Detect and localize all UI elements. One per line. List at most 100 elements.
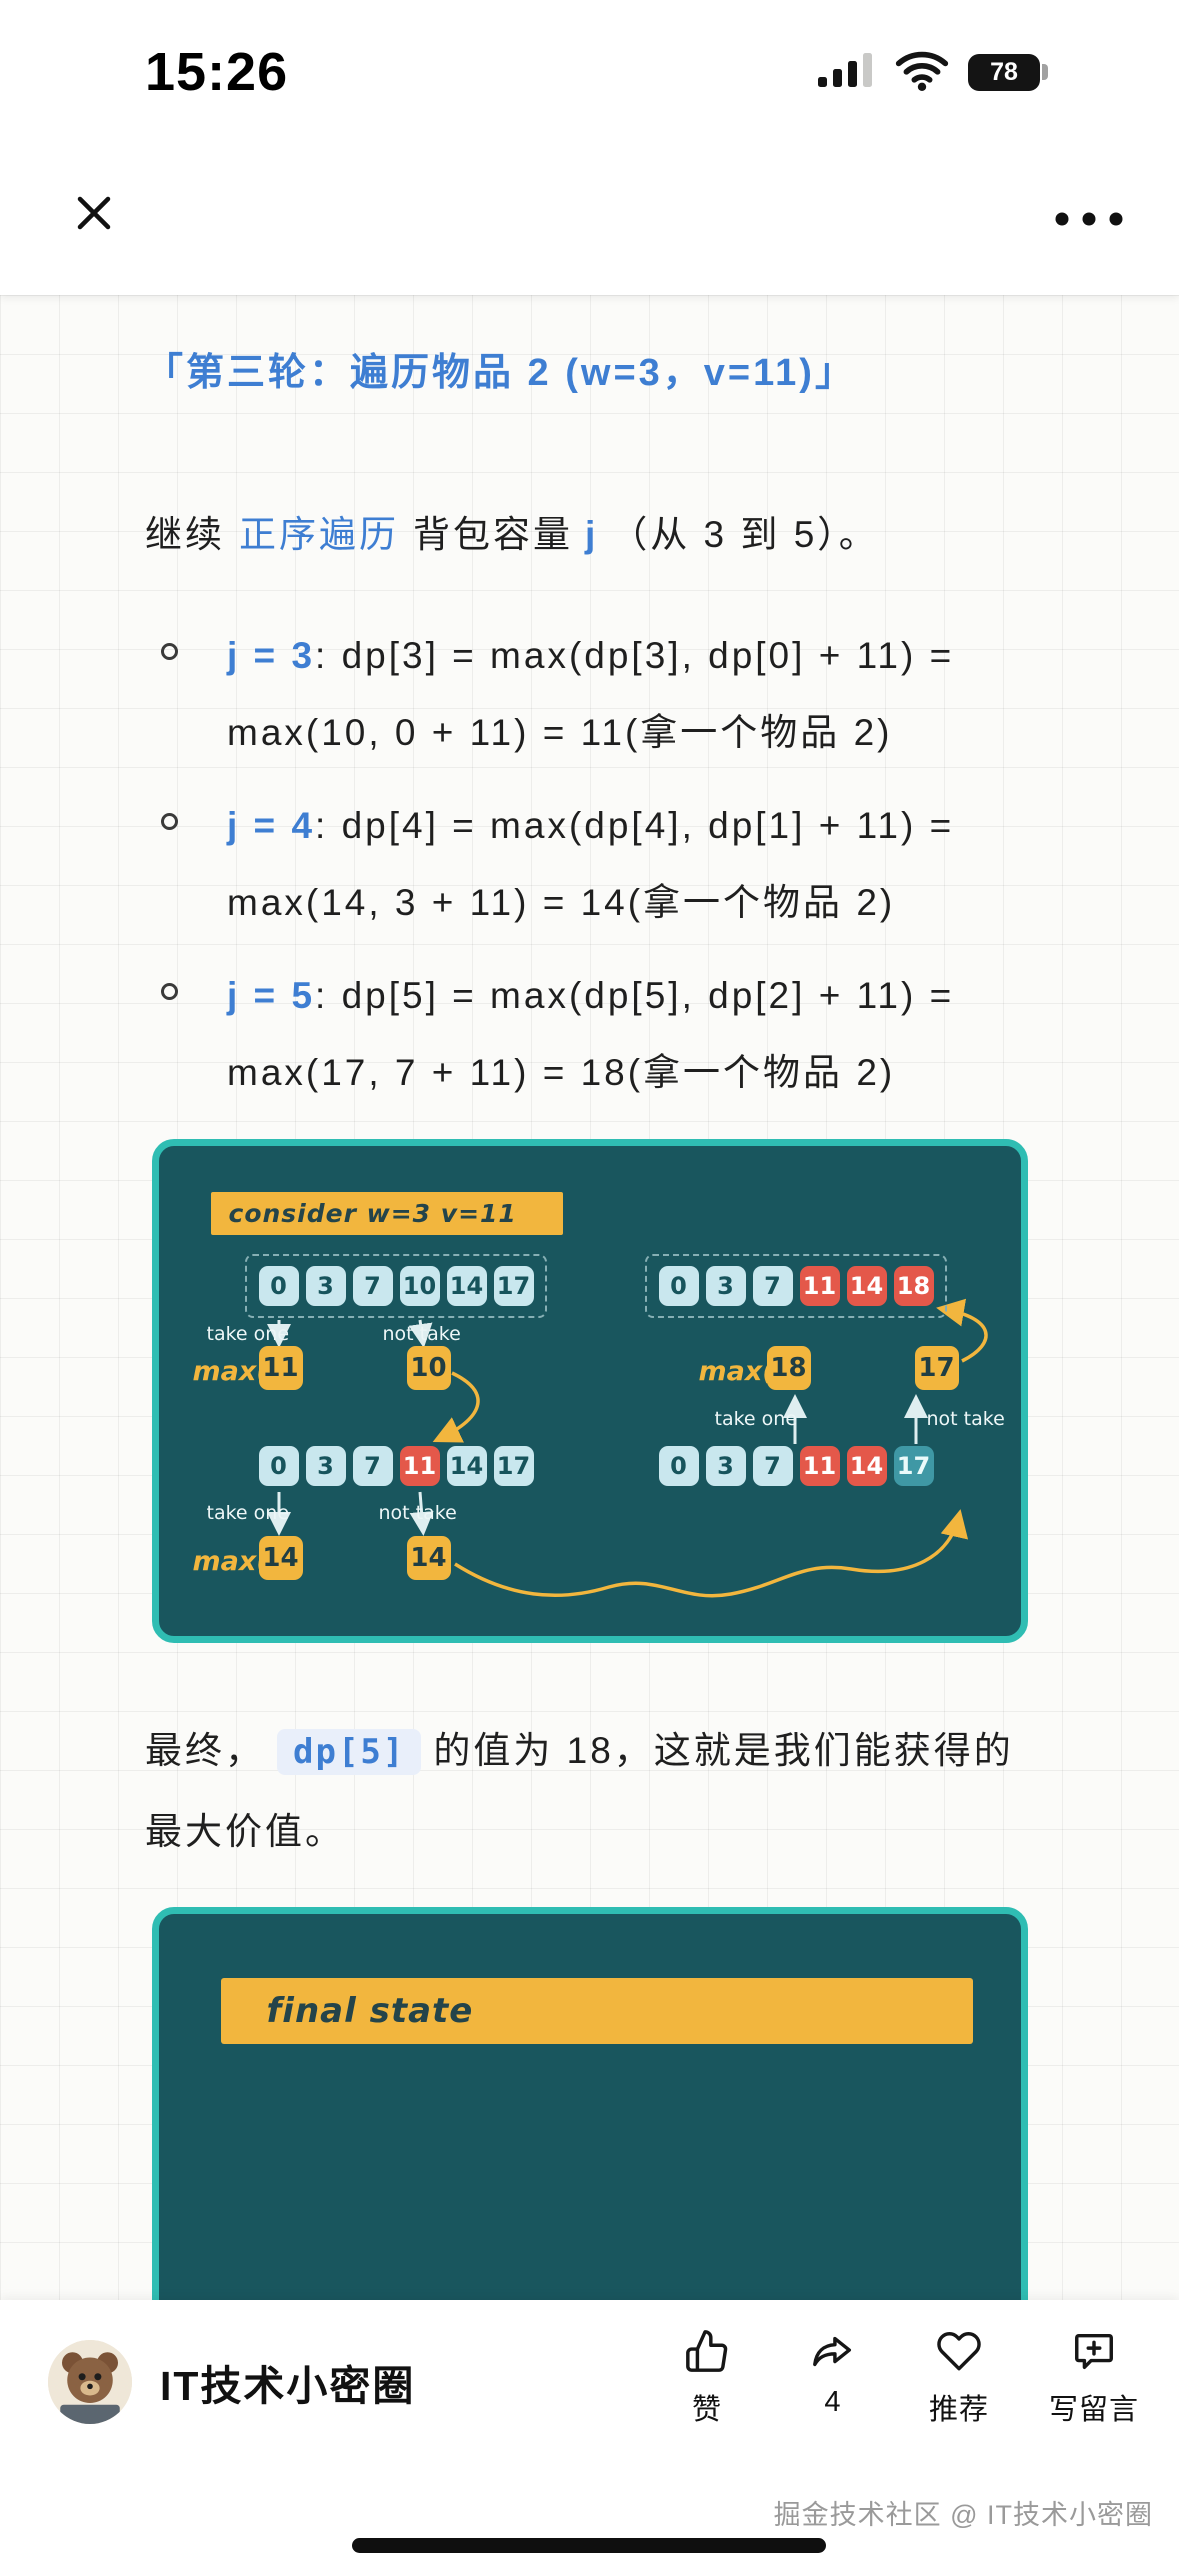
dp-cell: 10: [399, 1266, 440, 1306]
avatar-image: [48, 2340, 132, 2424]
list-item: j = 5: dp[5] = max(dp[5], dp[2] + 11) = …: [145, 957, 1034, 1111]
dp-cell: 0: [258, 1266, 299, 1306]
final-state-diagram: final state: [151, 1907, 1028, 2300]
dp-step-list: j = 3: dp[3] = max(dp[3], dp[0] + 11) = …: [145, 617, 1034, 1111]
dp-cell: 0: [258, 1446, 299, 1486]
status-bar: 15:26 78: [0, 0, 1179, 130]
share-button[interactable]: 4: [797, 2328, 869, 2428]
like-label: 赞: [691, 2394, 722, 2426]
more-icon: [1055, 212, 1123, 225]
dp-cell: 14: [446, 1266, 487, 1306]
diagram-banner: consider w=3 v=11: [210, 1192, 563, 1235]
list-item-text: : dp[4] = max(dp[4], dp[1] + 11) = max(1…: [227, 805, 955, 923]
dp-cell: 3: [305, 1446, 346, 1486]
dp-cell: 14: [446, 1446, 487, 1486]
dp-cell: 17: [493, 1446, 534, 1486]
watermark-text: 掘金技术社区 @ IT技术小密圈: [773, 2500, 1153, 2530]
like-button[interactable]: 赞: [671, 2328, 743, 2428]
list-item-label: j = 3: [227, 635, 316, 676]
intro-post: （从 3 到 5）。: [610, 514, 879, 555]
max-value-box: 10: [406, 1346, 451, 1390]
dp-cell: 3: [705, 1266, 746, 1306]
not-take-label: not take: [382, 1323, 461, 1345]
more-button[interactable]: [1049, 200, 1129, 240]
dp-diagram: consider w=3 v=11 0 3 7 10 14 17 take on…: [151, 1139, 1028, 1643]
array-dashed-outline: [644, 1254, 947, 1318]
list-item-label: j = 5: [227, 975, 316, 1016]
list-item: j = 4: dp[4] = max(dp[4], dp[1] + 11) = …: [145, 787, 1034, 941]
dp-cell: 14: [846, 1446, 887, 1486]
dp-cell: 14: [846, 1266, 887, 1306]
max-value-box: 18: [766, 1346, 811, 1390]
battery-icon: 78: [968, 53, 1048, 91]
list-item-label: j = 4: [227, 805, 316, 846]
max-value-box: 14: [406, 1536, 451, 1580]
list-bullet: [161, 643, 178, 660]
intro-link[interactable]: 正序遍历: [239, 514, 399, 555]
take-one-label: take one: [714, 1408, 798, 1430]
comment-label: 写留言: [1048, 2394, 1139, 2426]
max-label: max(: [192, 1546, 269, 1577]
dp-cell: 11: [799, 1446, 840, 1486]
inline-code: dp[5]: [277, 1729, 422, 1775]
comment-plus-icon: [1075, 2333, 1113, 2370]
close-icon: [77, 196, 111, 229]
heart-icon: [937, 2332, 981, 2371]
home-indicator[interactable]: [352, 2538, 826, 2553]
max-value-box: 11: [258, 1346, 303, 1390]
author-row[interactable]: IT技术小密圈: [48, 2340, 415, 2424]
share-count: 4: [824, 2386, 842, 2418]
battery-percent: 78: [990, 57, 1018, 86]
not-take-label: not take: [378, 1502, 457, 1524]
recommend-label: 推荐: [928, 2394, 989, 2426]
take-one-label: take one: [206, 1502, 290, 1524]
intro-mid: 背包容量: [413, 514, 573, 555]
outro-pre: 最终，: [145, 1730, 265, 1771]
max-value-box: 14: [258, 1536, 303, 1580]
list-item-text: : dp[5] = max(dp[5], dp[2] + 11) = max(1…: [227, 975, 955, 1093]
dp-cell: 17: [493, 1266, 534, 1306]
dp-cell: 7: [752, 1266, 793, 1306]
close-button[interactable]: [58, 178, 130, 250]
dp-cell: 0: [658, 1446, 699, 1486]
author-avatar[interactable]: [48, 2340, 132, 2424]
intro-var: j: [585, 514, 599, 555]
dp-cell: 7: [752, 1446, 793, 1486]
list-bullet: [161, 983, 178, 1000]
max-value-box: 17: [914, 1346, 959, 1390]
dp-array-right-top: 0 3 7 11 14 18: [658, 1266, 934, 1306]
dp-array-left-top: 0 3 7 10 14 17: [258, 1266, 534, 1306]
thumbs-up-icon: [686, 2330, 728, 2372]
status-time: 15:26: [145, 42, 289, 102]
not-take-label: not take: [926, 1408, 1005, 1430]
cellular-signal-icon: [816, 50, 876, 95]
list-bullet: [161, 813, 178, 830]
section-heading: 「第三轮：遍历物品 2 (w=3，v=11)」: [145, 352, 856, 394]
dp-array-right-bottom: 0 3 7 11 14 17: [658, 1446, 934, 1486]
dp-cell: 7: [352, 1266, 393, 1306]
dp-cell: 3: [705, 1446, 746, 1486]
list-item-text: : dp[3] = max(dp[3], dp[0] + 11) = max(1…: [227, 635, 955, 753]
diagram-banner: final state: [220, 1978, 973, 2044]
dp-cell: 0: [658, 1266, 699, 1306]
outro-paragraph: 最终， dp[5]的值为 18，这就是我们能获得的最大价值。: [145, 1711, 1034, 1872]
dp-array-left-bottom: 0 3 7 11 14 17: [258, 1446, 534, 1486]
dp-cell: 18: [893, 1266, 934, 1306]
diagram-arrows: [266, 1298, 988, 1598]
dp-cell: 11: [799, 1266, 840, 1306]
footer-bar: IT技术小密圈 赞 4 推荐: [0, 2300, 1179, 2564]
recommend-button[interactable]: 推荐: [923, 2328, 995, 2428]
nav-bar: [0, 130, 1179, 295]
outro-post: 的值为 18，这就是我们能获得的最大价值。: [145, 1730, 1014, 1852]
array-dashed-outline: [244, 1254, 547, 1318]
comment-button[interactable]: 写留言: [1049, 2328, 1139, 2428]
status-icons: 78: [816, 49, 1048, 96]
dp-cell: 17: [893, 1446, 934, 1486]
dp-cell: 7: [352, 1446, 393, 1486]
dp-cell: 11: [399, 1446, 440, 1486]
max-label: max(: [698, 1356, 775, 1387]
dp-cell: 3: [305, 1266, 346, 1306]
author-name: IT技术小密圈: [160, 2363, 416, 2409]
